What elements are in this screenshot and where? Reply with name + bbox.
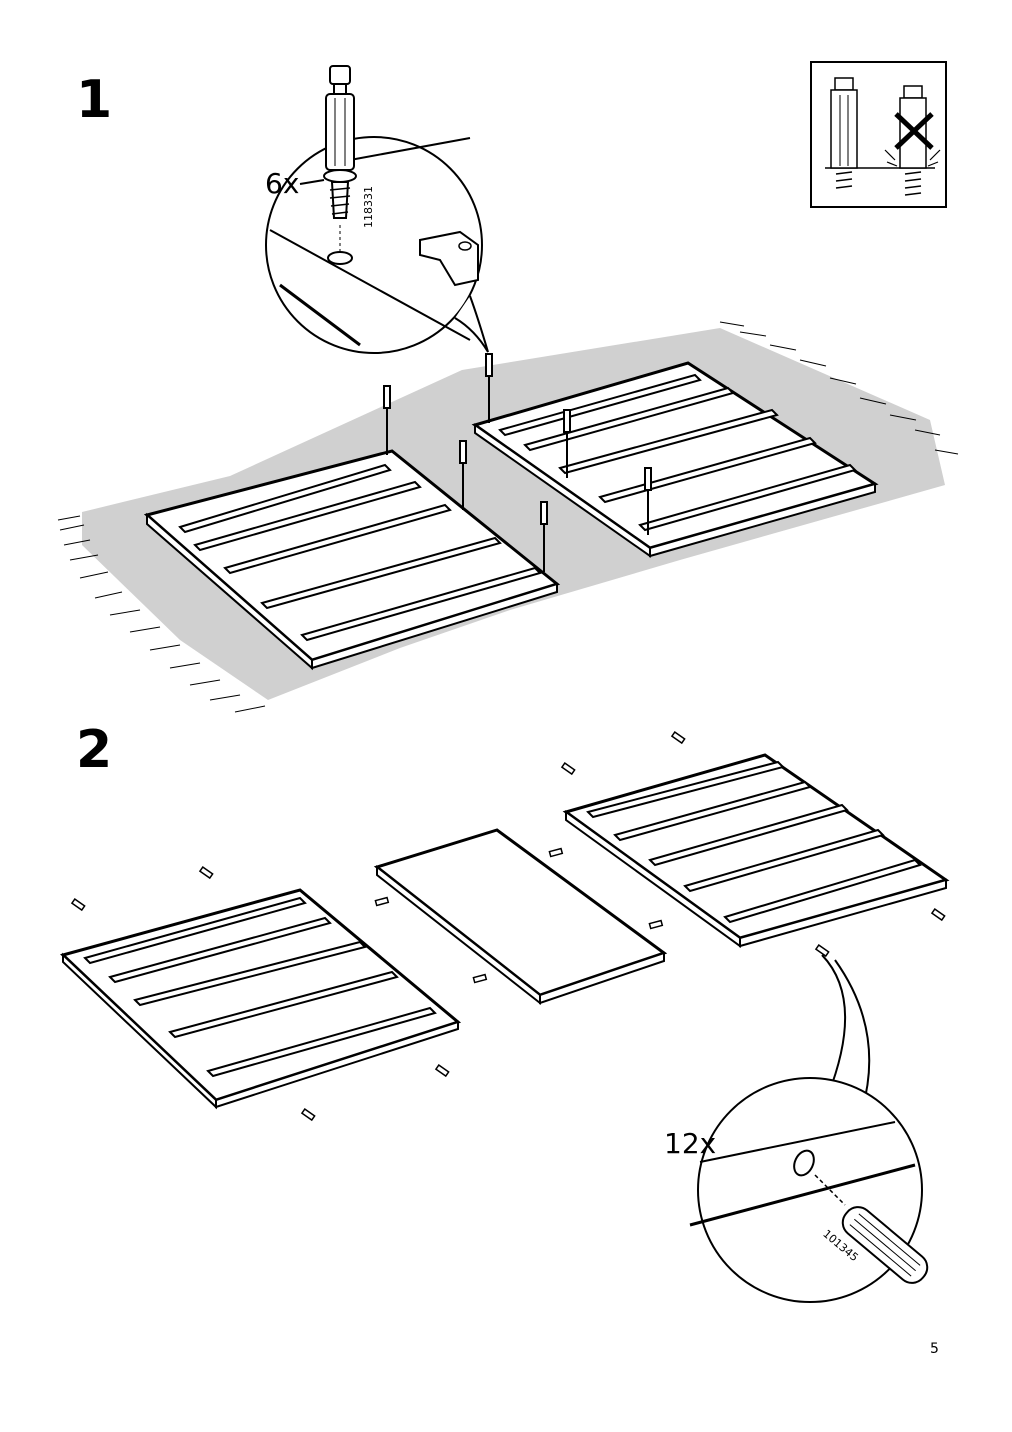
correct-incorrect-hint-box xyxy=(810,61,947,208)
panel-left-step2 xyxy=(60,888,462,1110)
step-1-part-number: 118331 xyxy=(362,186,375,228)
page-number: 5 xyxy=(930,1341,939,1357)
step-2-number: 2 xyxy=(76,720,113,780)
step-2-quantity: 12x xyxy=(664,1127,717,1160)
panel-middle-step2 xyxy=(373,828,668,1006)
panel-right-step1 xyxy=(471,361,879,558)
step-1-quantity: 6x xyxy=(265,167,300,200)
dowels-step2 xyxy=(70,731,946,1122)
pegs-step1 xyxy=(383,353,652,572)
closeup-circle-step1 xyxy=(265,65,489,354)
step-1-number: 1 xyxy=(76,70,113,130)
dowel-closeup xyxy=(689,954,929,1303)
panel-left-step1 xyxy=(143,449,561,671)
mat-fringe xyxy=(57,321,959,713)
panel-right-step2 xyxy=(562,753,950,948)
